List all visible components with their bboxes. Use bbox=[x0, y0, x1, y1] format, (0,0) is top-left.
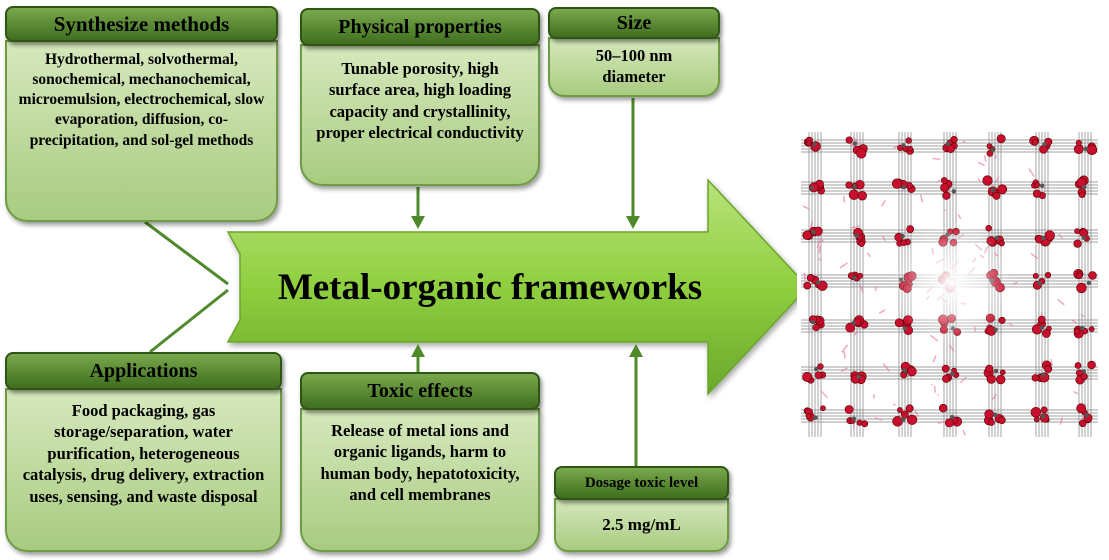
applications-text: Food packaging, gas storage/separation, … bbox=[5, 388, 282, 552]
applications-box: Applications Food packaging, gas storage… bbox=[5, 352, 282, 552]
physical-text: Tunable porosity, high surface area, hig… bbox=[300, 44, 540, 186]
size-box: Size 50–100 nm diameter bbox=[548, 7, 720, 97]
applications-title: Applications bbox=[5, 352, 282, 390]
toxic-text: Release of metal ions and organic ligand… bbox=[300, 408, 540, 552]
size-title: Size bbox=[548, 7, 720, 39]
connector-synthesize bbox=[144, 220, 229, 286]
mof-structure-image bbox=[797, 128, 1102, 441]
arrowhead-size bbox=[626, 216, 640, 229]
center-label: Metal-organic frameworks bbox=[277, 267, 703, 308]
size-text: 50–100 nm diameter bbox=[548, 37, 720, 97]
main-arrow bbox=[226, 178, 810, 396]
dosage-text: 2.5 mg/mL bbox=[554, 498, 729, 552]
synthesize-box: Synthesize methods Hydrothermal, solvoth… bbox=[5, 6, 278, 222]
arrowhead-dosage bbox=[629, 344, 643, 357]
toxic-box: Toxic effects Release of metal ions and … bbox=[300, 372, 540, 552]
dosage-box: Dosage toxic level 2.5 mg/mL bbox=[554, 466, 729, 552]
physical-title: Physical properties bbox=[300, 8, 540, 46]
dosage-title: Dosage toxic level bbox=[554, 466, 729, 500]
mof-lattice-graphic bbox=[801, 132, 1098, 437]
arrowhead-toxic bbox=[411, 344, 425, 357]
synthesize-text: Hydrothermal, solvothermal, sonochemical… bbox=[5, 40, 278, 222]
physical-box: Physical properties Tunable porosity, hi… bbox=[300, 8, 540, 186]
synthesize-title: Synthesize methods bbox=[5, 6, 278, 42]
connector-applications bbox=[149, 288, 229, 354]
toxic-title: Toxic effects bbox=[300, 372, 540, 410]
arrowhead-physical bbox=[411, 216, 425, 229]
